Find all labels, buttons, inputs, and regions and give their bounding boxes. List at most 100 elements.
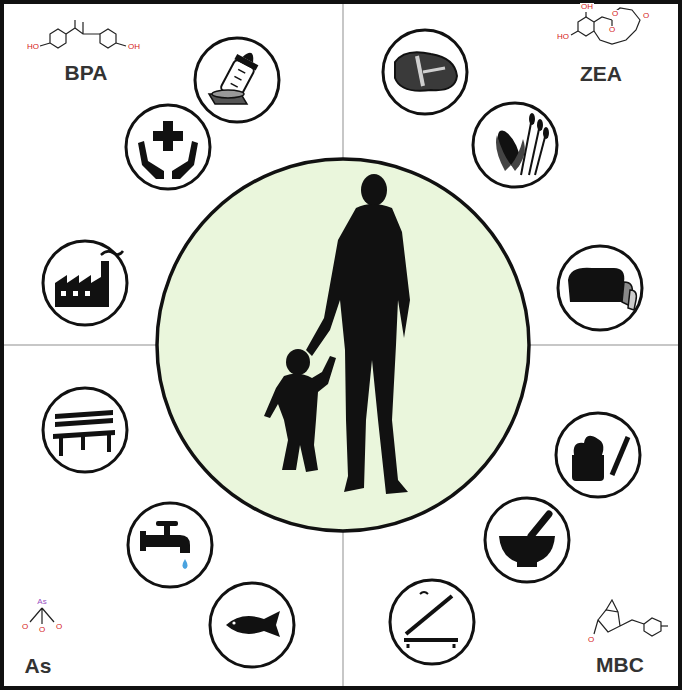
grain-icon-part-part — [521, 123, 531, 175]
atom-label: O — [611, 10, 619, 18]
atom-label: O — [642, 12, 650, 20]
mbc-structure-part — [661, 625, 668, 626]
cosmetic-cream-icon-part — [572, 455, 604, 481]
fish-icon-part — [226, 611, 280, 637]
atom-label: HO — [26, 43, 40, 51]
bpa-structure — [40, 20, 126, 48]
grain-icon — [473, 103, 557, 187]
water-tap-icon-part — [183, 559, 188, 569]
cosmetic-cream-icon-part — [612, 437, 628, 475]
factory-icon-part — [43, 241, 127, 325]
mbc-structure-part — [594, 600, 644, 634]
baby-bottle-icon-part-part — [238, 69, 245, 73]
water-tap-icon — [128, 503, 212, 587]
medical-care-icon-part — [138, 141, 164, 179]
baby-bottle-icon — [195, 38, 279, 122]
water-tap-icon-part — [156, 521, 178, 526]
tanning-bed-icon — [390, 580, 474, 664]
bpa-structure-part — [100, 29, 116, 48]
atom-label: OH — [580, 3, 594, 11]
compound-name: As — [25, 655, 52, 676]
bpa-structure-part — [50, 29, 66, 48]
zea-structure-part — [571, 8, 640, 44]
mortar-pestle-icon-part — [517, 562, 537, 567]
park-bench-icon-part-part — [55, 410, 113, 419]
mortar-pestle-icon — [485, 498, 569, 582]
mortar-pestle-icon-part — [499, 536, 555, 564]
park-bench-icon — [43, 388, 127, 472]
grain-icon-part — [473, 103, 557, 187]
child-silhouette-part — [286, 349, 310, 375]
water-tap-icon-part — [164, 525, 170, 535]
grain-icon-part-part — [535, 137, 545, 175]
atom-label: As — [36, 598, 47, 606]
tanning-bed-icon-part — [408, 644, 454, 648]
park-bench-icon-part-part — [55, 418, 113, 427]
tanning-bed-icon-part — [420, 592, 428, 594]
factory-icon-part — [55, 261, 109, 307]
grain-icon-part — [521, 123, 545, 175]
compound-name: ZEA — [580, 63, 622, 84]
mbc-structure — [594, 600, 668, 636]
factory-icon-part — [73, 291, 78, 296]
baby-bottle-icon-part-part — [243, 50, 257, 62]
compound-name: BPA — [65, 62, 108, 83]
adult-silhouette-part — [306, 204, 410, 494]
grain-icon-part — [543, 127, 549, 139]
atom-label: O — [55, 623, 63, 631]
park-bench-icon-part — [43, 388, 127, 472]
cosmetic-cream-icon — [556, 413, 640, 497]
fish-icon — [210, 583, 294, 667]
zea-structure — [571, 8, 640, 44]
grain-icon-part — [529, 113, 535, 125]
center-circle — [157, 159, 529, 531]
park-bench-icon-part-part — [59, 438, 63, 456]
atom-label: O — [608, 26, 616, 34]
factory-icon — [43, 241, 127, 325]
medical-care-icon-part — [153, 121, 183, 151]
park-bench-icon-part-part — [107, 434, 111, 452]
steak-icon-part — [395, 52, 457, 91]
fish-icon-part — [232, 621, 235, 624]
atom-label: O — [21, 623, 29, 631]
icon-circles — [43, 30, 642, 667]
factory-icon-part — [85, 291, 90, 296]
steak-icon-part — [423, 68, 445, 72]
tanning-bed-icon-part — [404, 638, 458, 642]
cosmetic-cream-icon-part — [556, 413, 640, 497]
arsenic-structure-part — [30, 608, 54, 624]
bread-icon-part — [568, 268, 624, 302]
tanning-bed-icon-part — [390, 580, 474, 664]
water-tap-icon-part — [140, 531, 146, 551]
bread-icon — [558, 246, 642, 330]
atom-label: O — [587, 636, 595, 644]
adult-silhouette — [306, 174, 410, 494]
water-tap-icon-part — [146, 535, 190, 553]
baby-bottle-icon-part-part — [231, 83, 238, 87]
baby-bottle-icon-part — [195, 38, 279, 122]
factory-icon-part — [101, 251, 123, 255]
steak-icon — [383, 30, 467, 114]
atom-label: OH — [127, 43, 141, 51]
steak-icon-part — [417, 56, 423, 86]
child-silhouette-part — [264, 356, 336, 472]
cosmetic-cream-icon-part — [574, 436, 604, 455]
tanning-bed-icon-part — [406, 596, 452, 634]
baby-bottle-icon-part — [212, 90, 244, 98]
medical-care-icon — [126, 105, 210, 189]
steak-icon-part — [383, 30, 467, 114]
medical-care-icon-part — [172, 141, 198, 179]
grain-icon-part — [496, 135, 511, 171]
arsenic-structure — [30, 608, 54, 624]
zea-structure-part — [578, 17, 594, 36]
compound-name: MBC — [596, 654, 644, 675]
factory-icon-part — [61, 291, 66, 296]
fish-icon-part — [210, 583, 294, 667]
bpa-structure-part — [66, 20, 100, 34]
mortar-pestle-icon-part — [485, 498, 569, 582]
medical-care-icon-part — [126, 105, 210, 189]
mortar-pestle-icon-part — [531, 514, 549, 536]
